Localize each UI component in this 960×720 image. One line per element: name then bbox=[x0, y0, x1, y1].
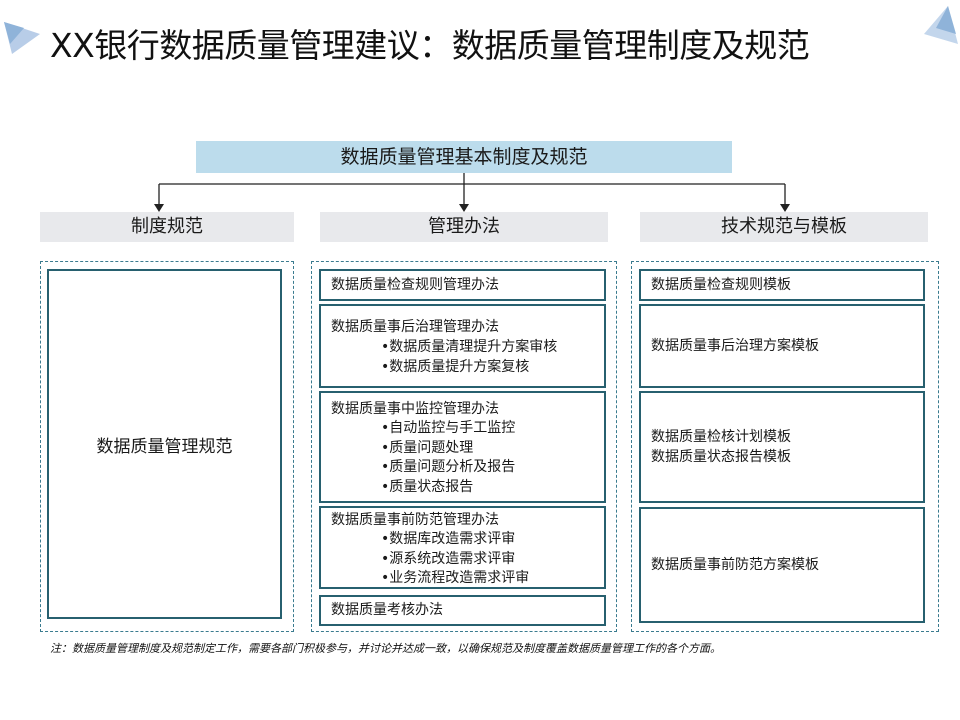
template-box-post-governance: 数据质量事后治理方案模板 bbox=[639, 304, 925, 388]
column-header-templates: 技术规范与模板 bbox=[640, 212, 928, 242]
list-item: •质量问题处理 bbox=[381, 439, 474, 456]
list-item: •数据质量清理提升方案审核 bbox=[381, 339, 558, 355]
corner-decoration-right-icon bbox=[924, 6, 958, 44]
policy-panel bbox=[40, 261, 294, 632]
measure-sub-list: •自动监控与手工监控 •质量问题处理 •质量问题分析及报告 •质量状态报告 bbox=[381, 419, 515, 497]
list-item: •质量问题分析及报告 bbox=[381, 459, 516, 475]
measure-sub-list: •数据库改造需求评审 •源系统改造需求评审 •业务流程改造需求评审 bbox=[381, 530, 529, 589]
policy-box: 数据质量管理规范 bbox=[47, 269, 282, 619]
template-label: 数据质量事前防范方案模板 bbox=[651, 557, 819, 573]
template-label: 数据质量检核计划模板 bbox=[651, 429, 791, 445]
measure-box-prevention: 数据质量事前防范管理办法 •数据库改造需求评审 •源系统改造需求评审 •业务流程… bbox=[319, 506, 606, 589]
list-item: •质量状态报告 bbox=[381, 478, 474, 495]
policy-label: 数据质量管理规范 bbox=[96, 436, 233, 457]
template-box-prevention: 数据质量事前防范方案模板 bbox=[639, 507, 925, 623]
template-label: 数据质量检查规则模板 bbox=[651, 277, 791, 293]
list-item: •业务流程改造需求评审 bbox=[381, 570, 530, 586]
list-item: •数据质量提升方案复核 bbox=[381, 358, 530, 375]
templates-panel bbox=[631, 261, 939, 632]
template-box-check-plan: 数据质量检核计划模板 数据质量状态报告模板 bbox=[639, 391, 925, 503]
template-box-check-rules: 数据质量检查规则模板 bbox=[639, 269, 925, 301]
list-item: •自动监控与手工监控 bbox=[381, 420, 516, 436]
measure-box-post-governance: 数据质量事后治理管理办法 •数据质量清理提升方案审核 •数据质量提升方案复核 bbox=[319, 304, 606, 388]
measure-box-in-process-monitoring: 数据质量事中监控管理办法 •自动监控与手工监控 •质量问题处理 •质量问题分析及… bbox=[319, 391, 606, 503]
measure-title: 数据质量事后治理管理办法 bbox=[331, 319, 499, 335]
page-title: XX银行数据质量管理建议：数据质量管理制度及规范 bbox=[50, 26, 810, 65]
list-item: •源系统改造需求评审 bbox=[381, 550, 516, 567]
measure-box-assessment: 数据质量考核办法 bbox=[319, 595, 606, 626]
measure-title: 数据质量检查规则管理办法 bbox=[331, 277, 499, 293]
measure-title: 数据质量考核办法 bbox=[331, 602, 443, 618]
column-header-measures: 管理办法 bbox=[320, 212, 608, 242]
list-item: •数据库改造需求评审 bbox=[381, 531, 516, 547]
measure-title: 数据质量事中监控管理办法 bbox=[331, 401, 499, 417]
template-label: 数据质量事后治理方案模板 bbox=[651, 338, 819, 354]
measure-title: 数据质量事前防范管理办法 bbox=[331, 512, 499, 528]
root-node: 数据质量管理基本制度及规范 bbox=[196, 141, 732, 173]
template-label: 数据质量状态报告模板 bbox=[651, 449, 791, 465]
measure-box-check-rules: 数据质量检查规则管理办法 bbox=[319, 269, 606, 301]
column-header-policy: 制度规范 bbox=[40, 212, 294, 242]
measure-sub-list: •数据质量清理提升方案审核 •数据质量提升方案复核 bbox=[381, 338, 557, 377]
footnote: 注：数据质量管理制度及规范制定工作，需要各部门积极参与，并讨论并达成一致，以确保… bbox=[50, 642, 721, 655]
corner-decoration-left-icon bbox=[4, 22, 40, 54]
measures-panel bbox=[311, 261, 617, 632]
